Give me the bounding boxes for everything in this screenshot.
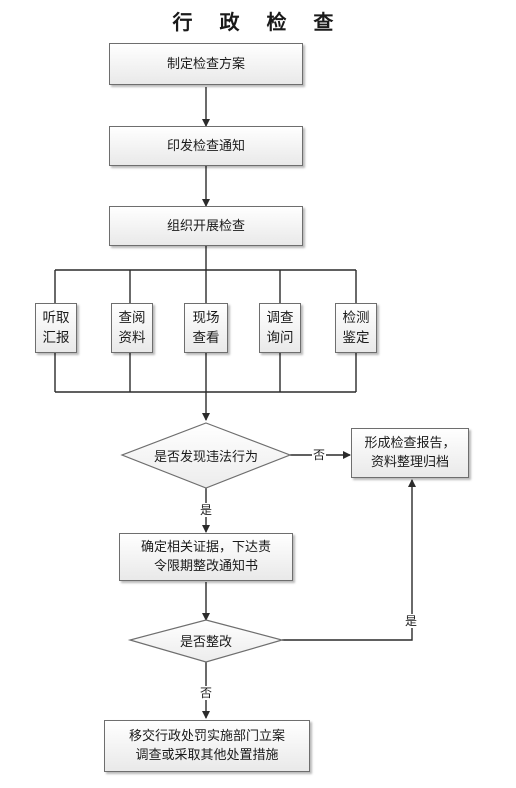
rectify-decision-diamond: [127, 619, 285, 663]
edge-label-rectify-yes: 是: [404, 614, 419, 628]
transfer-box: 移交行政处罚实施部门立案 调查或采取其他处置措施: [104, 720, 310, 772]
report-box: 形成检查报告， 资料整理归档: [351, 428, 469, 478]
test-box: 检测 鉴定: [335, 303, 377, 353]
evidence-box: 确定相关证据，下达责 令限期整改通知书: [119, 533, 293, 581]
rectify-question-text: 是否整改: [130, 627, 282, 653]
site-box: 现场 查看: [184, 303, 228, 353]
listen-label: 听取 汇报: [42, 310, 70, 346]
violation-question-label: 是否发现违法行为: [153, 449, 258, 465]
test-label: 检测 鉴定: [342, 310, 370, 346]
listen-box: 听取 汇报: [35, 303, 77, 353]
organize-box: 组织开展检查: [109, 206, 303, 246]
rectify-question-label: 是否整改: [179, 634, 232, 650]
edge-label-rectify-no: 否: [199, 686, 214, 700]
inquiry-label: 调查 询问: [266, 310, 294, 346]
notice-box: 印发检查通知: [109, 126, 303, 166]
transfer-label: 移交行政处罚实施部门立案 调查或采取其他处置措施: [128, 729, 285, 763]
inquiry-box: 调查 询问: [259, 303, 301, 353]
report-label: 形成检查报告， 资料整理归档: [364, 436, 456, 470]
page-title: 行 政 检 查: [172, 10, 344, 34]
review-box: 查阅 资料: [111, 303, 153, 353]
notice-label: 印发检查通知: [166, 138, 245, 154]
edge-label-violation-no: 否: [312, 448, 327, 462]
plan-box: 制定检查方案: [109, 43, 303, 85]
organize-label: 组织开展检查: [166, 218, 245, 234]
violation-decision-diamond: [120, 422, 292, 489]
violation-question-text: 是否发现违法行为: [122, 440, 290, 470]
evidence-label: 确定相关证据，下达责 令限期整改通知书: [140, 540, 271, 574]
edge-label-violation-yes: 是: [199, 503, 214, 517]
site-label: 现场 查看: [192, 310, 220, 346]
review-label: 查阅 资料: [118, 310, 146, 346]
arrow-rectify-yes: [282, 479, 416, 641]
plan-label: 制定检查方案: [166, 56, 245, 72]
